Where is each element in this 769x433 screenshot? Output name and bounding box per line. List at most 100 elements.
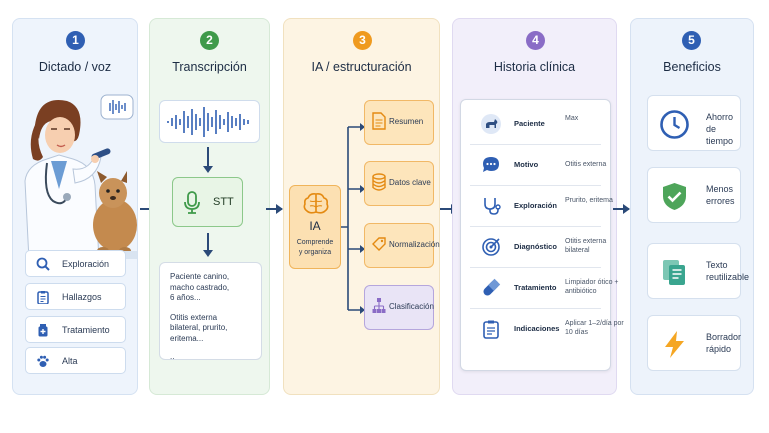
step-number: 5: [682, 31, 701, 50]
panel-benefits: 5 Beneficios Ahorro de tiempo Menos errore…: [630, 18, 754, 395]
clipboard-icon: [37, 291, 49, 304]
speech-bubble-icon: [483, 157, 499, 172]
benefit-borrador-rapido: Borrador rápido: [647, 315, 741, 371]
clock-icon: [660, 110, 689, 139]
waveform-icon: [167, 107, 249, 137]
ai-output-clasificacion: Clasificación: [364, 285, 434, 330]
ai-output-datos-clave: Datos clave: [364, 161, 434, 206]
dictation-item-exploracion: Exploración: [25, 250, 126, 277]
record-row-value: Max: [565, 115, 579, 122]
dictation-item-label: Alta: [62, 356, 78, 366]
record-row-value: Prurito, eritema: [565, 197, 613, 204]
panel-clinical-record: 4 Historia clínica Paciente Max Motivo O…: [452, 18, 624, 395]
paw-icon: [37, 355, 49, 367]
ai-output-label: Clasificación: [389, 302, 434, 311]
target-icon: [482, 238, 500, 256]
benefit-menos-errores: Menos errores: [647, 167, 741, 223]
step-number: 1: [66, 31, 85, 50]
record-row-motivo: Motivo Otitis externa: [470, 145, 606, 186]
ai-output-normalizacion: Normalización: [364, 223, 440, 268]
record-row-label: Motivo: [514, 160, 539, 169]
benefit-ahorro-de-tiempo: Ahorro de tiempo: [647, 95, 741, 151]
flow-arrow: [266, 204, 283, 214]
benefit-label: errores: [706, 196, 735, 206]
benefit-texto-reutilizable: Texto reutilizable: [647, 243, 749, 299]
search-icon: [36, 257, 50, 271]
record-row-exploracion: Exploración Prurito, eritema: [470, 186, 613, 227]
benefit-label: Menos: [706, 184, 734, 194]
step-title: Beneficios: [663, 60, 721, 74]
brain-icon: [303, 193, 329, 214]
step-title: Transcripción: [172, 60, 247, 74]
transcript-line: ..: [170, 352, 175, 361]
medicine-bottle-icon: [38, 324, 48, 337]
ai-subtitle: Comprende: [296, 239, 334, 246]
dictation-item-label: Hallazgos: [62, 292, 102, 302]
ai-output-label: Datos clave: [389, 178, 431, 187]
record-row-value: Otitis externa: [565, 161, 607, 168]
transcript-text-box: Paciente canino, macho castrado, 6 años.…: [159, 262, 262, 361]
record-row-label: Paciente: [514, 119, 545, 128]
step-number: 3: [353, 31, 372, 50]
benefit-label: rápido: [706, 344, 732, 354]
stt-box: STT: [172, 177, 243, 227]
ai-subtitle: y organiza: [298, 249, 332, 256]
step-title: IA / estructuración: [311, 60, 412, 74]
benefit-label: Texto: [706, 260, 728, 270]
step-title: Historia clínica: [493, 60, 576, 74]
dictation-item-tratamiento: Tratamiento: [25, 316, 126, 343]
dog-icon: [481, 114, 501, 134]
record-row-paciente: Paciente Max: [470, 104, 601, 145]
dictation-item-alta: Alta: [25, 347, 126, 374]
record-row-label: Exploración: [514, 201, 557, 210]
copy-text-icon: [663, 260, 685, 285]
branch-connector: [341, 123, 365, 314]
record-row-value: Limpiador ótico + antibiótico: [565, 279, 619, 295]
stethoscope-icon: [484, 198, 501, 215]
benefit-label: Borrador: [706, 332, 742, 342]
ai-output-resumen: Resumen: [364, 100, 434, 145]
step-number: 2: [200, 31, 219, 50]
transcript-line: Otitis externa: [170, 312, 218, 322]
record-row-diagnostico: Diagnóstico Otitis externa bilateral: [470, 227, 606, 268]
record-row-label: Diagnóstico: [514, 242, 557, 251]
tag-icon: [372, 237, 386, 251]
ai-output-label: Resumen: [389, 117, 424, 126]
ai-output-label: Normalización: [389, 240, 440, 249]
lightning-icon: [665, 331, 684, 358]
veterinarian-illustration: [24, 94, 137, 260]
transcript-line: macho castrado,: [170, 282, 230, 292]
flow-arrow-down: [203, 147, 213, 173]
checklist-icon: [483, 320, 499, 339]
benefit-label: reutilizable: [706, 272, 750, 282]
document-icon: [372, 112, 386, 130]
transcript-line: 6 años...: [170, 293, 201, 302]
record-row-value: Aplicar 1–2/día por 10 días: [565, 320, 624, 336]
record-row-label: Indicaciones: [514, 324, 560, 333]
step-title: Dictado / voz: [38, 60, 112, 74]
panel-dictation: 1 Dictado / voz Explora: [12, 18, 138, 395]
panel-ai: 3 IA / estructuración IA Comprende y org…: [283, 18, 440, 395]
panel-transcription: 2 Transcripción STT Paciente canino, mac…: [149, 18, 270, 395]
step-number: 4: [526, 31, 545, 50]
microphone-icon: [184, 191, 200, 214]
audio-waveform-box: [159, 100, 260, 143]
benefit-label: de tiempo: [706, 124, 734, 146]
benefit-label: Ahorro: [706, 112, 734, 122]
dictation-item-label: Tratamiento: [62, 325, 110, 335]
record-row-label: Tratamiento: [514, 283, 557, 292]
ai-core-box: IA Comprende y organiza: [289, 185, 341, 269]
dictation-item-label: Exploración: [62, 259, 110, 269]
transcript-line: bilateral, prurito,: [170, 323, 228, 332]
record-row-value: Otitis externa bilateral: [565, 238, 607, 254]
dictation-item-hallazgos: Hallazgos: [25, 283, 126, 310]
record-row-indicaciones: Indicaciones Aplicar 1–2/día por 10 días: [470, 309, 624, 350]
flow-arrow-down: [203, 233, 213, 257]
transcript-line: Paciente canino,: [170, 272, 230, 281]
record-row-tratamiento: Tratamiento Limpiador ótico + antibiótic…: [470, 268, 619, 309]
ai-title: IA: [309, 219, 321, 233]
database-icon: [372, 173, 386, 191]
stt-label: STT: [213, 196, 234, 208]
flow-arrow: [613, 204, 630, 214]
hierarchy-icon: [372, 298, 386, 313]
